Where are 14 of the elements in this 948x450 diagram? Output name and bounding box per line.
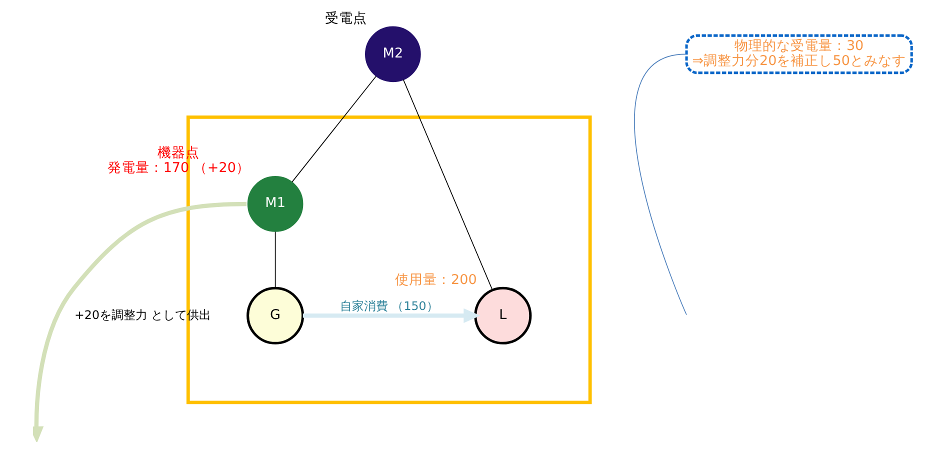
arrow <box>303 308 480 323</box>
edge-label: 自家消費 （150） <box>340 298 438 313</box>
connector <box>634 54 687 316</box>
arrow <box>33 202 247 442</box>
node-circle: M2 <box>365 26 421 82</box>
node-label: 受電点 <box>324 10 367 26</box>
connector <box>292 76 376 182</box>
node-circle: G <box>246 286 304 344</box>
node-label: 使用量：200 <box>395 272 477 288</box>
connector <box>402 79 493 290</box>
node-box: 物理的な受電量：30 ⇒調整力分20を補正し50とみなす <box>685 34 913 74</box>
node-circle: L <box>474 286 532 344</box>
connector <box>274 231 276 288</box>
node-circle: M1 <box>247 176 304 232</box>
